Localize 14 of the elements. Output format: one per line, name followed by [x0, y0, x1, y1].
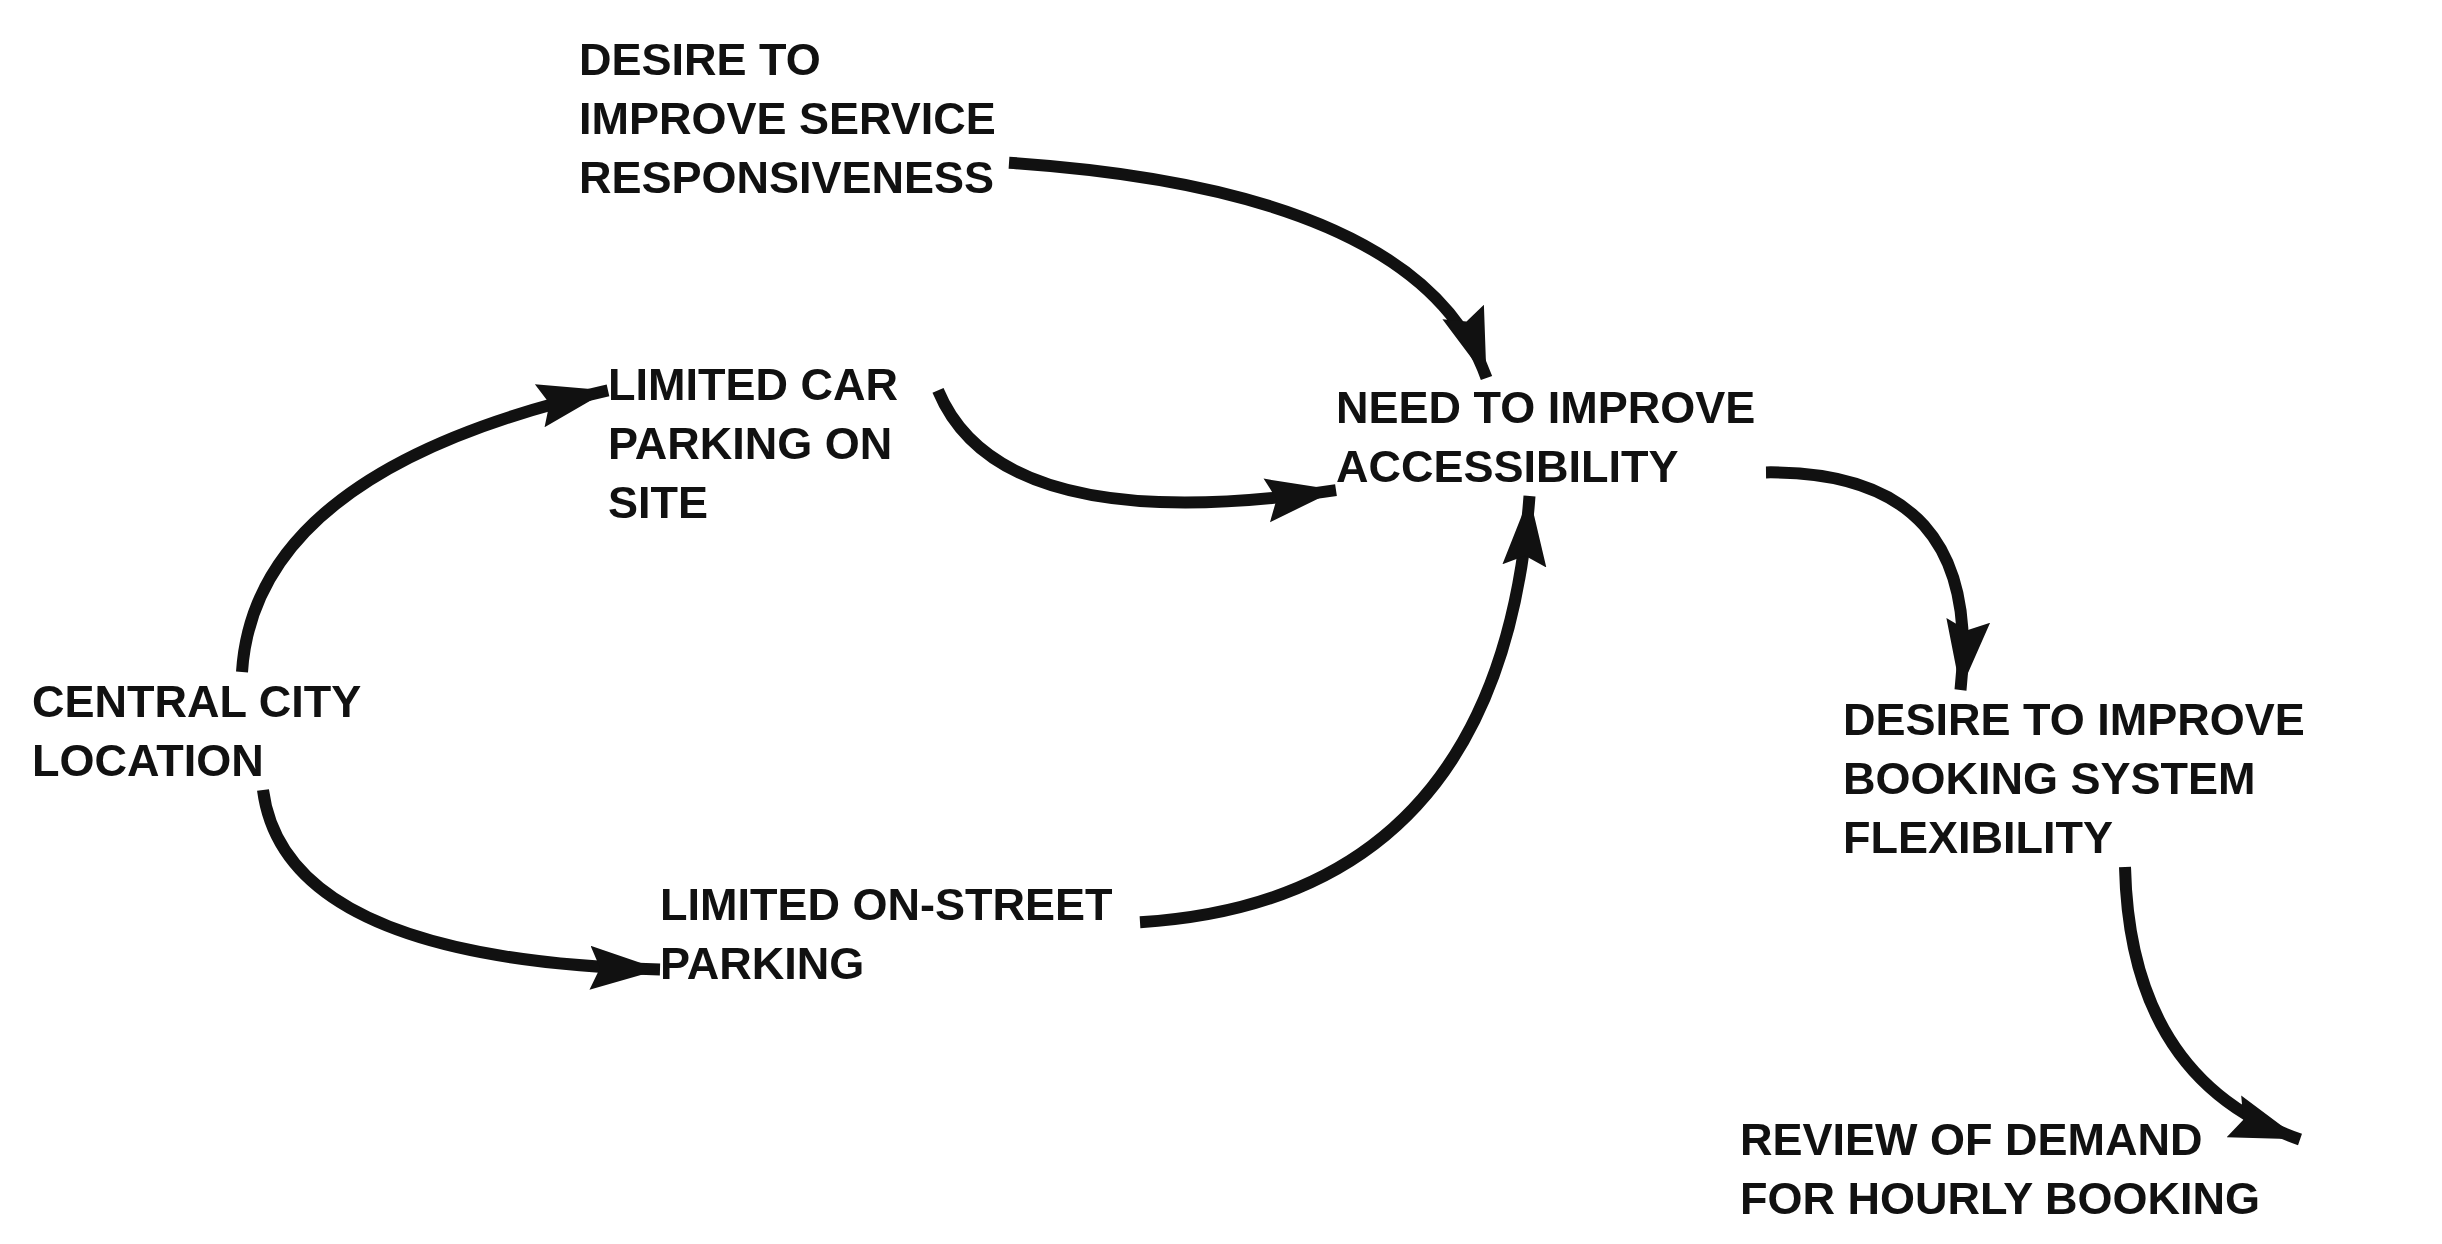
arrow: [257, 788, 661, 989]
arrow: [1765, 466, 1988, 691]
node-label: LIMITED CAR PARKING ON SITE: [608, 358, 899, 530]
node-label: LIMITED ON-STREET PARKING: [660, 878, 1114, 991]
node-label: DESIRE TO IMPROVE SERVICE RESPONSIVENESS: [579, 33, 997, 205]
arrow: [1139, 495, 1544, 929]
arrow: [236, 384, 610, 673]
node-label: NEED TO IMPROVE ACCESSIBILITY: [1336, 381, 1757, 494]
arrow: [1008, 156, 1492, 381]
arrow: [2119, 866, 2303, 1146]
node-label: CENTRAL CITY LOCATION: [32, 675, 362, 788]
arrow: [932, 387, 1337, 521]
node-label: REVIEW OF DEMAND FOR HOURLY BOOKING: [1740, 1113, 2262, 1226]
node-label: DESIRE TO IMPROVE BOOKING SYSTEM FLEXIBILITY: [1843, 693, 2306, 865]
